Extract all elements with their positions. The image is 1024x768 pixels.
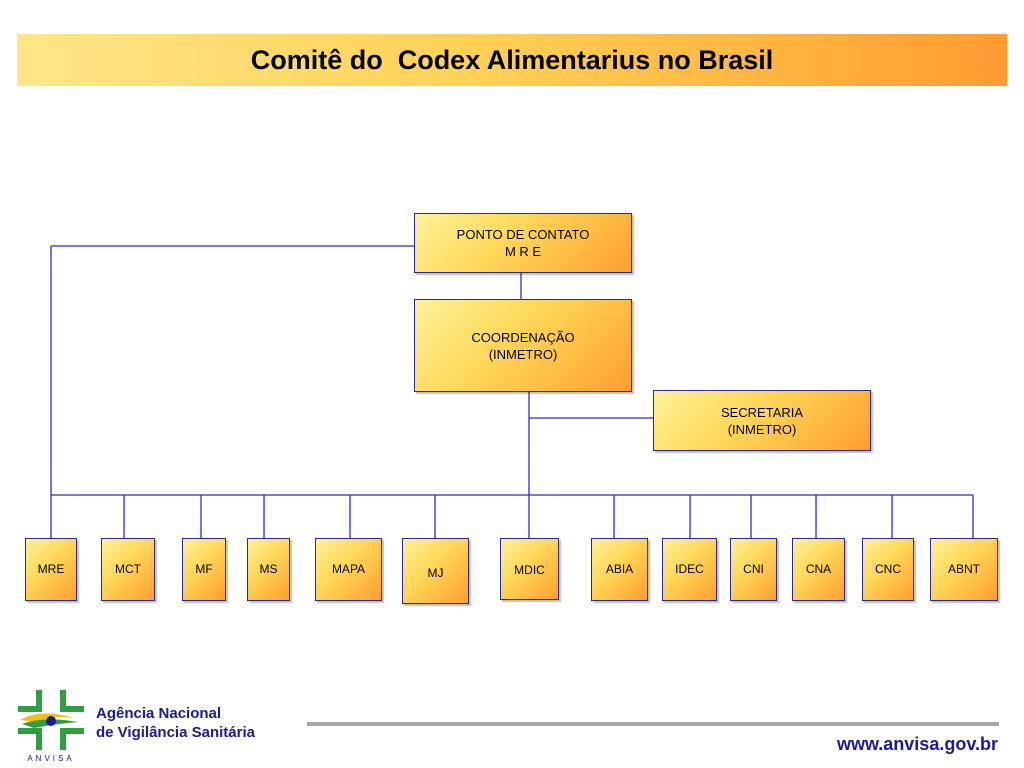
member-label: CNI	[743, 562, 764, 576]
member-label: MRE	[37, 562, 65, 576]
member-label: MS	[259, 562, 278, 576]
member-box-cnc: CNC	[862, 538, 914, 601]
anvisa-logo-icon: ANVISA	[18, 690, 84, 763]
member-box-mdic: MDIC	[500, 538, 559, 600]
member-box-mapa: MAPA	[315, 538, 382, 601]
website-url[interactable]: www.anvisa.gov.br	[836, 734, 998, 754]
coordenacao-line1: COORDENAÇÃO	[471, 329, 575, 345]
page-title: Comitê do Codex Alimentarius no Brasil	[250, 44, 774, 75]
member-label: CNC	[875, 562, 901, 576]
ponto-contato-box: PONTO DE CONTATO M R E	[414, 213, 632, 273]
agency-name: Agência Nacional de Vigilância Sanitária	[96, 704, 255, 742]
member-box-mct: MCT	[101, 538, 155, 601]
member-label: MF	[195, 562, 213, 576]
secretaria-line1: SECRETARIA	[720, 404, 804, 420]
coordenacao-line2: (INMETRO)	[488, 346, 558, 362]
coordenacao-box: COORDENAÇÃO (INMETRO)	[414, 299, 632, 392]
footer-divider	[307, 722, 999, 726]
agency-line2: de Vigilância Sanitária	[96, 724, 255, 741]
member-box-idec: IDEC	[662, 538, 717, 601]
member-label: ABNT	[947, 562, 980, 576]
member-box-cni: CNI	[730, 538, 777, 601]
member-box-mj: MJ	[402, 538, 469, 604]
agency-line1: Agência Nacional	[96, 705, 222, 722]
member-box-abia: ABIA	[591, 538, 648, 601]
title-bar: Comitê do Codex Alimentarius no Brasil	[17, 34, 1007, 86]
member-label: MAPA	[331, 562, 366, 576]
member-box-ms: MS	[247, 538, 290, 601]
anvisa-logo-text: ANVISA	[27, 754, 74, 763]
member-label: IDEC	[675, 562, 704, 576]
secretaria-box: SECRETARIA (INMETRO)	[653, 390, 871, 451]
member-label: MJ	[427, 566, 444, 580]
ponto-contato-line1: PONTO DE CONTATO	[456, 227, 590, 242]
secretaria-line2: (INMETRO)	[727, 421, 797, 437]
member-box-abnt: ABNT	[930, 538, 998, 601]
ponto-contato-line2: M R E	[504, 244, 542, 259]
member-label: MDIC	[514, 563, 545, 577]
member-box-mre: MRE	[25, 538, 77, 601]
member-box-cna: CNA	[792, 538, 845, 601]
member-label: CNA	[805, 562, 832, 576]
member-box-mf: MF	[182, 538, 226, 601]
member-label: MCT	[115, 562, 141, 576]
member-label: ABIA	[605, 562, 634, 576]
